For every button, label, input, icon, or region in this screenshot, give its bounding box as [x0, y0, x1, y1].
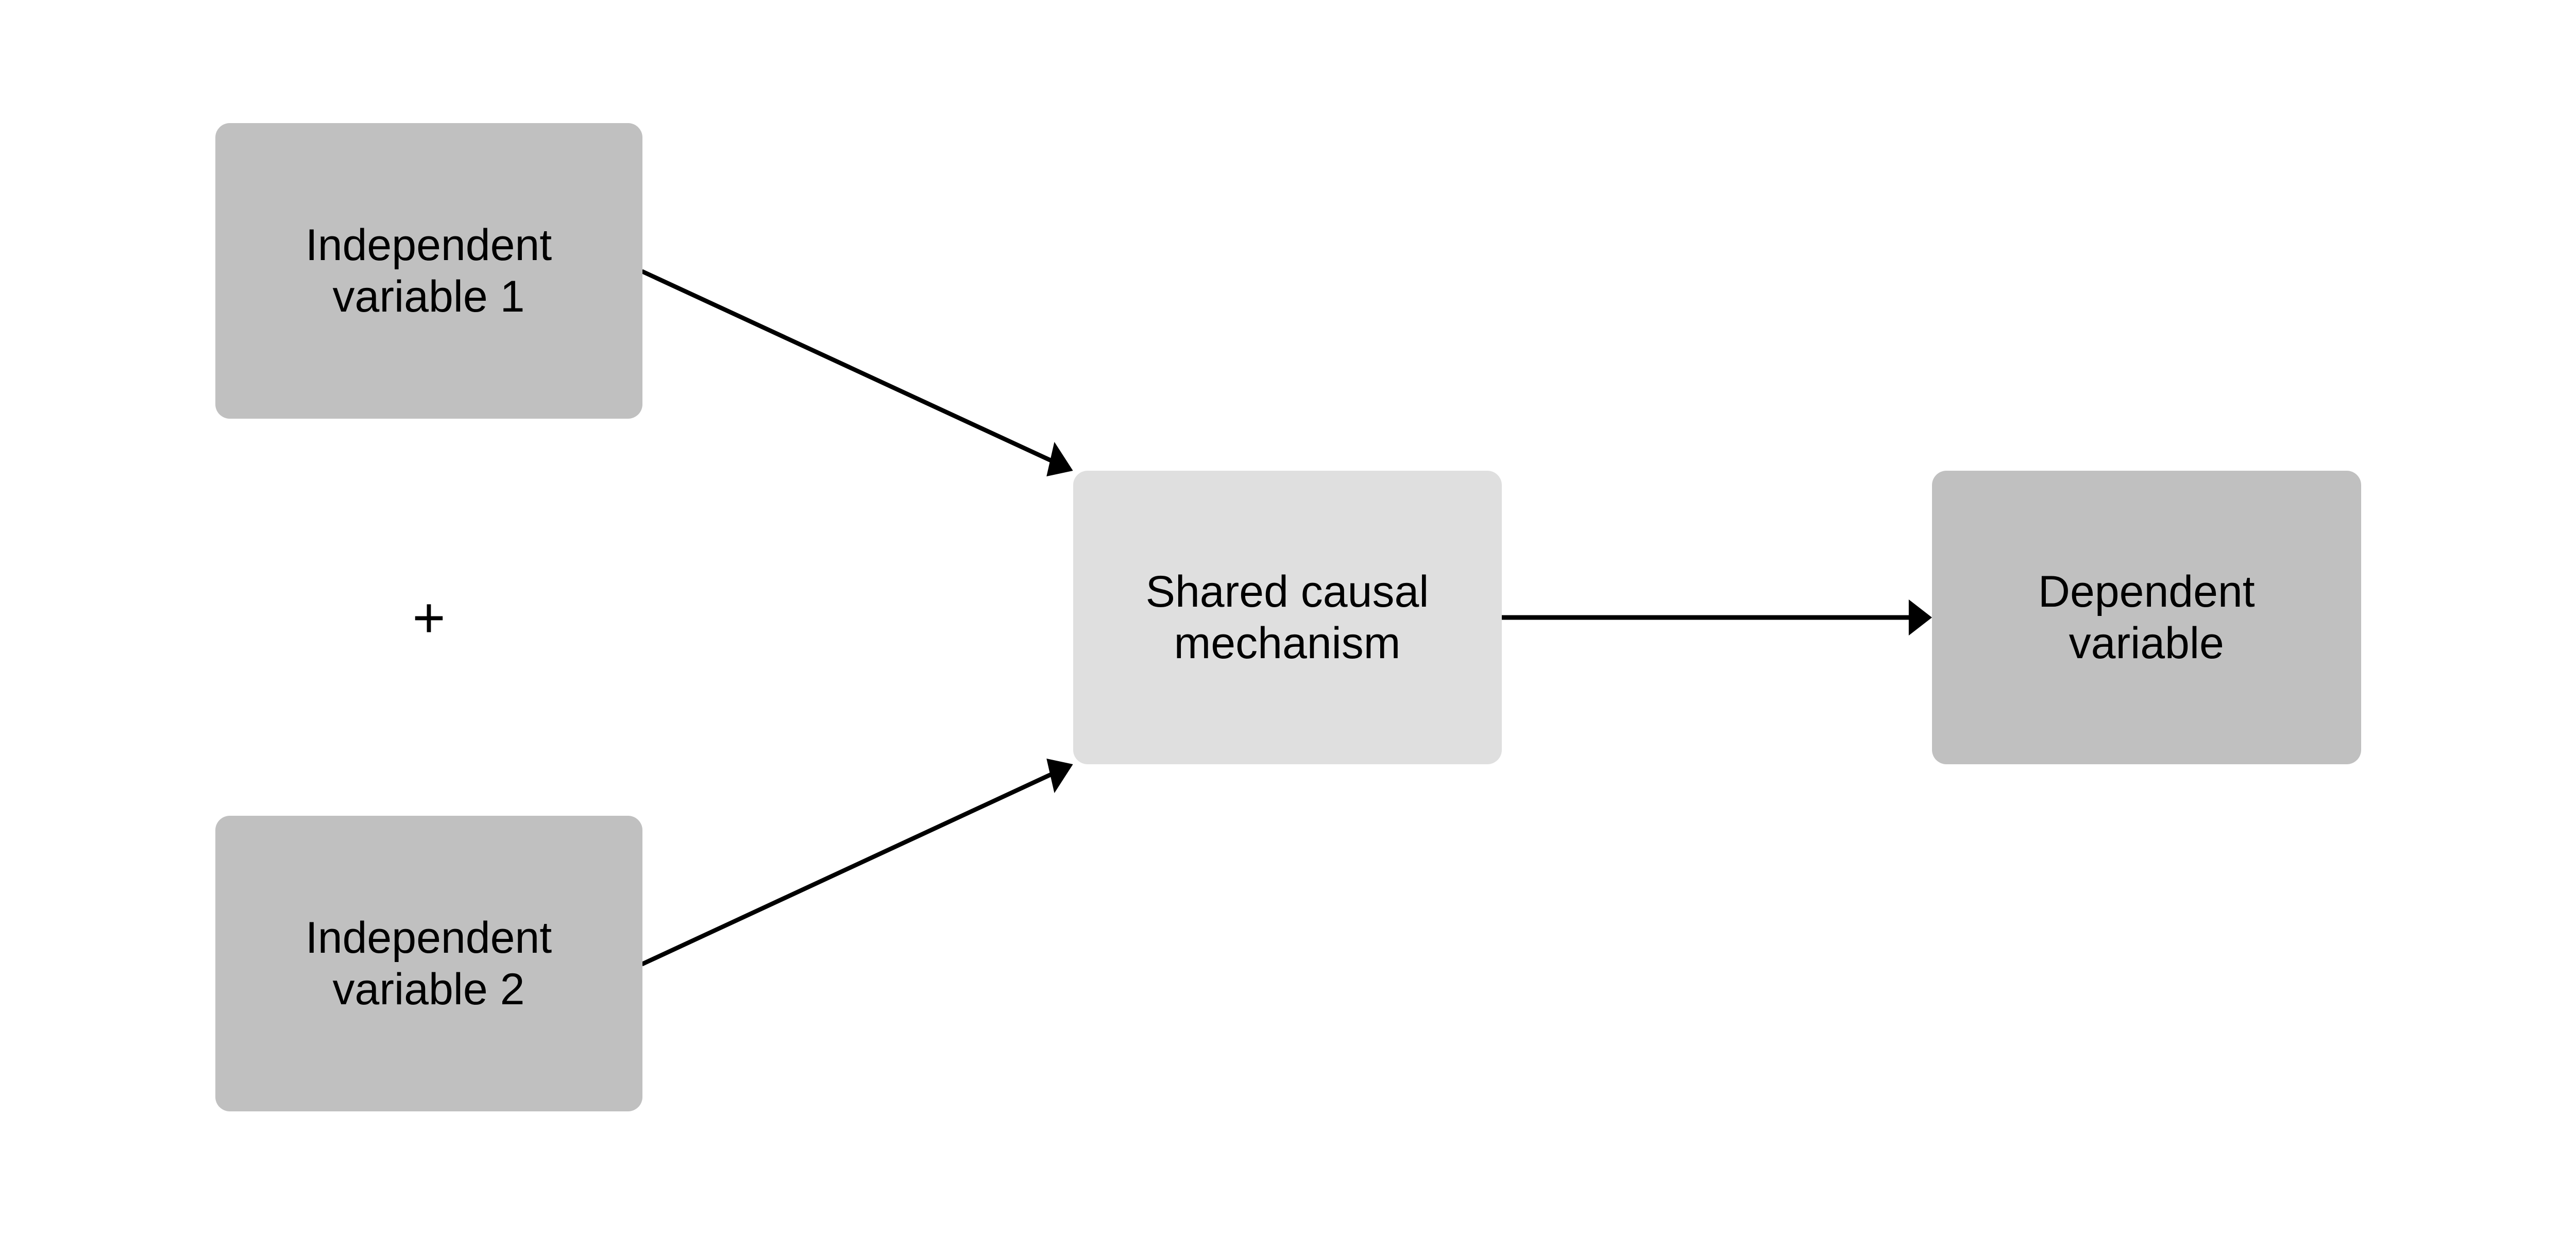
node-label-line1: Independent [305, 220, 552, 270]
node-label-line2: variable 1 [332, 272, 525, 321]
arrowhead-iv1-icon [1046, 442, 1073, 476]
arrowhead-iv2-icon [1046, 759, 1073, 793]
node-dependent-variable: Dependent variable [1932, 471, 2361, 764]
arrow-iv1-to-mechanism [641, 269, 1053, 464]
node-independent-variable-2: Independent variable 2 [215, 816, 642, 1111]
node-label-line1: Independent [305, 913, 552, 963]
arrowhead-dv-icon [1908, 599, 1932, 636]
node-label-line2: variable 2 [332, 965, 525, 1014]
node-label-line1: Shared causal [1145, 567, 1429, 616]
plus-sign: + [412, 586, 446, 649]
node-independent-variable-1: Independent variable 1 [215, 123, 642, 419]
node-shared-causal-mechanism: Shared causal mechanism [1073, 471, 1502, 764]
node-label-line2: mechanism [1174, 619, 1401, 668]
node-label-line2: variable [2069, 619, 2224, 668]
arrow-iv2-to-mechanism [641, 771, 1053, 967]
node-label-line1: Dependent [2038, 567, 2255, 616]
